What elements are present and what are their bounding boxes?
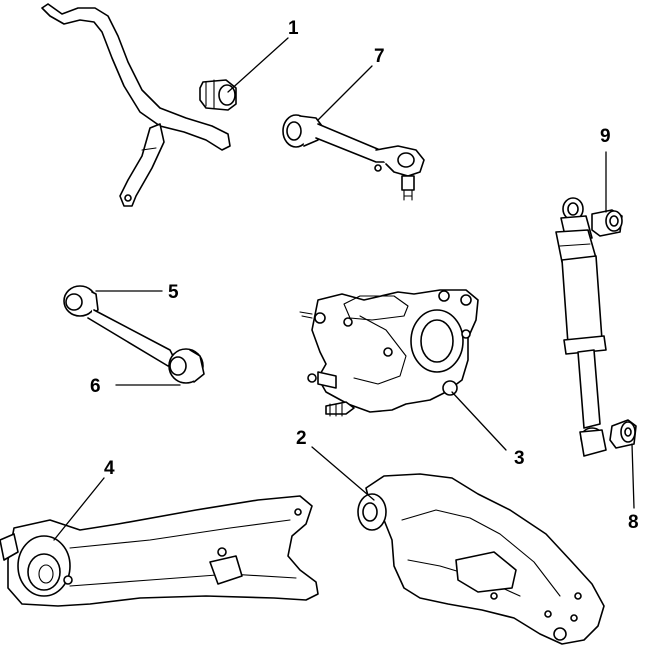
callout-4: 4 <box>104 458 115 479</box>
callout-9: 9 <box>600 126 611 147</box>
lateral-link <box>63 285 205 384</box>
upper-shock-bushing <box>591 209 623 237</box>
leader-line-4 <box>53 477 105 541</box>
callout-6: 6 <box>90 376 101 397</box>
leader-line-7 <box>317 65 373 121</box>
callout-1: 1 <box>288 18 299 39</box>
callout-3: 3 <box>514 448 525 469</box>
toe-control-link <box>282 114 425 201</box>
stabilizer-bushing <box>199 79 237 111</box>
callout-labels: 1 2 3 4 5 6 7 8 9 <box>90 18 639 533</box>
rear-knuckle <box>299 289 479 417</box>
trailing-arm <box>0 495 319 607</box>
lower-shock-bushing <box>609 419 637 449</box>
shock-absorber <box>555 197 607 457</box>
leader-line-1 <box>227 37 289 93</box>
leader-line-2 <box>311 446 375 501</box>
callout-5: 5 <box>168 282 179 303</box>
leader-lines <box>53 37 635 541</box>
lower-control-arm <box>357 473 605 645</box>
callout-2: 2 <box>296 428 307 449</box>
leader-line-8 <box>631 443 635 509</box>
callout-8: 8 <box>628 512 639 533</box>
callout-7: 7 <box>374 46 385 67</box>
leader-line-3 <box>451 391 507 451</box>
stabilizer-bar <box>41 3 231 207</box>
